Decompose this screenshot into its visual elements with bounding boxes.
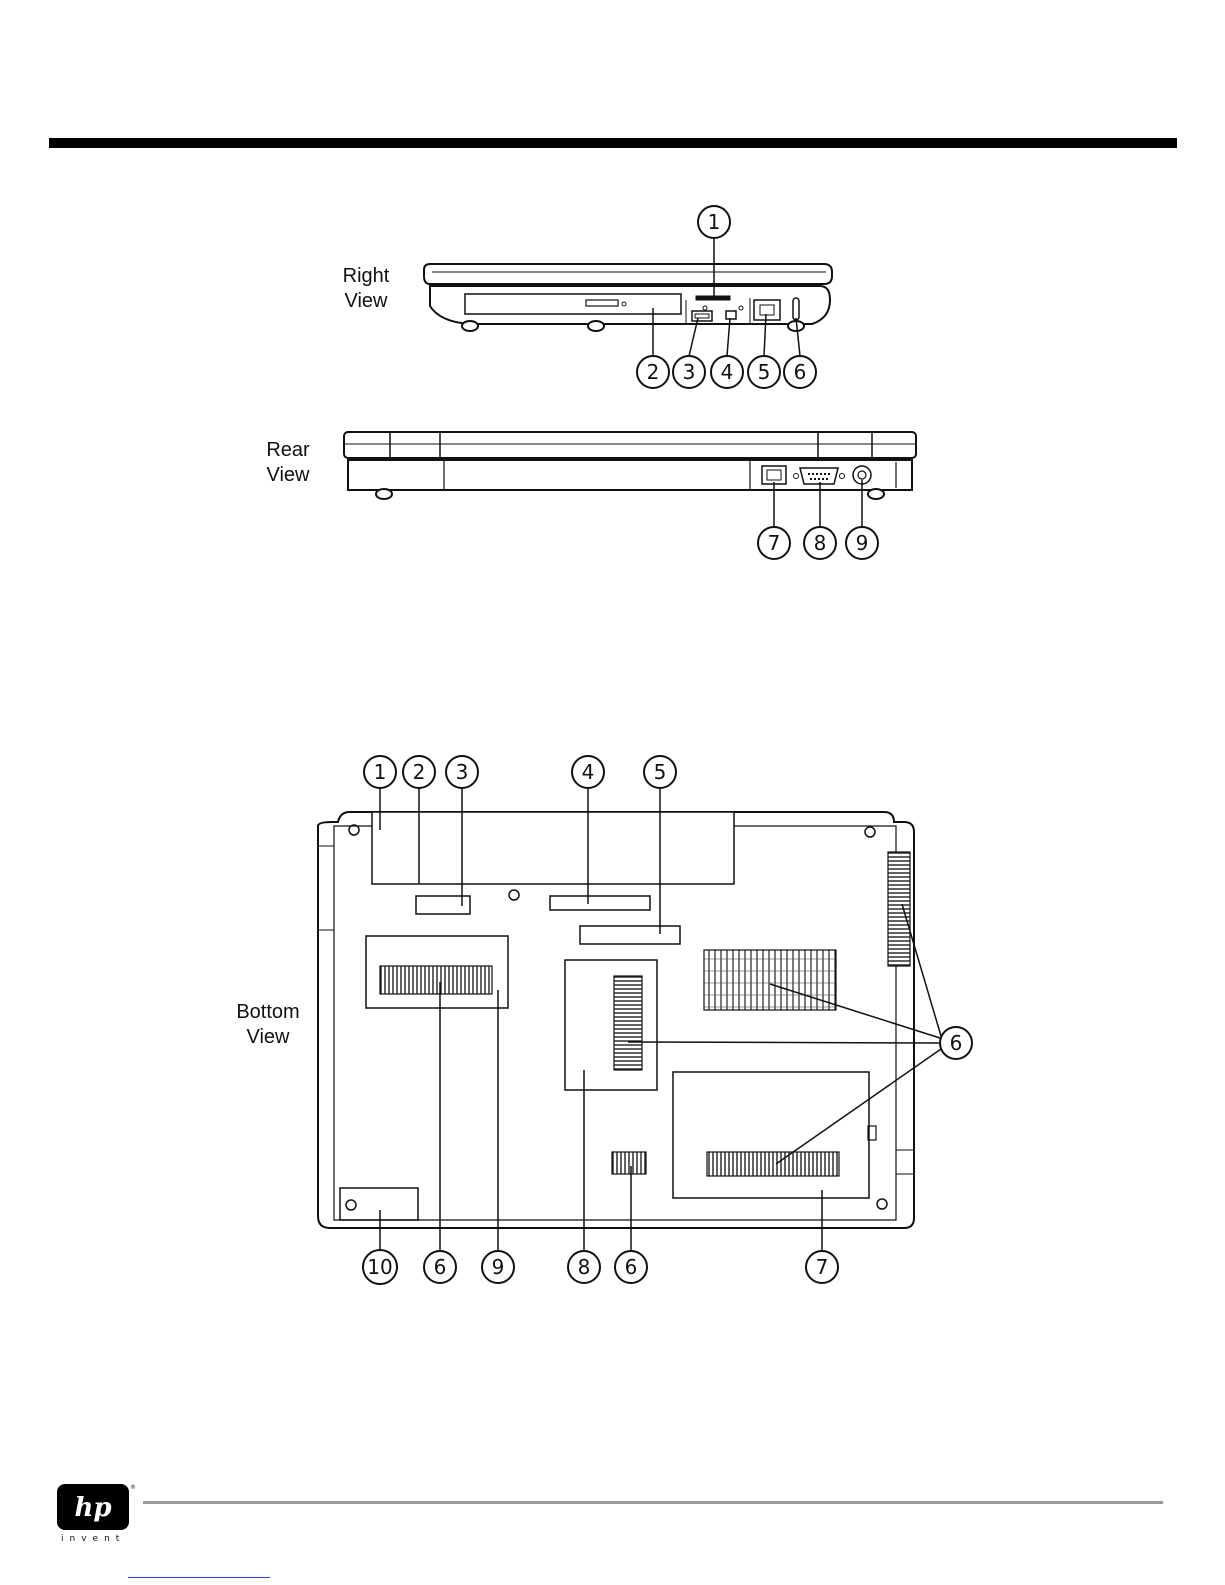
svg-text:6: 6 [434, 1255, 447, 1279]
svg-text:3: 3 [683, 360, 696, 384]
callout-right-1: 1 [698, 206, 730, 238]
svg-text:5: 5 [654, 760, 667, 784]
callout-rear-7: 7 [758, 527, 790, 559]
callout-bottom-6b: 6 [615, 1251, 647, 1283]
svg-text:8: 8 [814, 531, 827, 555]
callout-bottom-6a: 6 [424, 1251, 456, 1283]
svg-text:4: 4 [721, 360, 734, 384]
rear-view-callouts: 7 8 9 [758, 527, 878, 559]
svg-text:3: 3 [456, 760, 469, 784]
callout-right-5: 5 [748, 356, 780, 388]
callout-bottom-9: 9 [482, 1251, 514, 1283]
callout-bottom-4: 4 [572, 756, 604, 788]
svg-text:7: 7 [768, 531, 781, 555]
svg-text:6: 6 [625, 1255, 638, 1279]
svg-text:9: 9 [856, 531, 869, 555]
callout-right-2: 2 [637, 356, 669, 388]
rear-view-drawing [344, 432, 916, 527]
callout-rear-8: 8 [804, 527, 836, 559]
svg-text:7: 7 [816, 1255, 829, 1279]
callout-bottom-3: 3 [446, 756, 478, 788]
hp-logo-icon: hp [57, 1484, 129, 1530]
callout-rear-9: 9 [846, 527, 878, 559]
callout-right-6: 6 [784, 356, 816, 388]
callout-bottom-2: 2 [403, 756, 435, 788]
svg-text:2: 2 [647, 360, 660, 384]
callout-bottom-10: 10 [363, 1250, 397, 1284]
svg-text:1: 1 [374, 760, 387, 784]
logo-tagline: invent [61, 1534, 125, 1544]
callout-bottom-1: 1 [364, 756, 396, 788]
footer-rule [143, 1501, 1163, 1504]
svg-text:6: 6 [950, 1031, 963, 1055]
right-view-drawing [424, 238, 832, 356]
callout-bottom-side-6: 6 [940, 1027, 972, 1059]
svg-text:2: 2 [413, 760, 426, 784]
svg-text:1: 1 [708, 210, 721, 234]
callout-right-4: 4 [711, 356, 743, 388]
link-underline[interactable] [128, 1577, 270, 1578]
bottom-view-drawing [318, 788, 941, 1250]
callout-right-3: 3 [673, 356, 705, 388]
svg-text:6: 6 [794, 360, 807, 384]
svg-text:8: 8 [578, 1255, 591, 1279]
svg-text:5: 5 [758, 360, 771, 384]
svg-text:9: 9 [492, 1255, 505, 1279]
callout-bottom-8: 8 [568, 1251, 600, 1283]
logo-registered-mark: ® [130, 1484, 136, 1491]
svg-text:hp: hp [74, 1493, 111, 1523]
callout-bottom-5: 5 [644, 756, 676, 788]
svg-text:4: 4 [582, 760, 595, 784]
callout-bottom-7: 7 [806, 1251, 838, 1283]
svg-text:10: 10 [367, 1255, 392, 1279]
